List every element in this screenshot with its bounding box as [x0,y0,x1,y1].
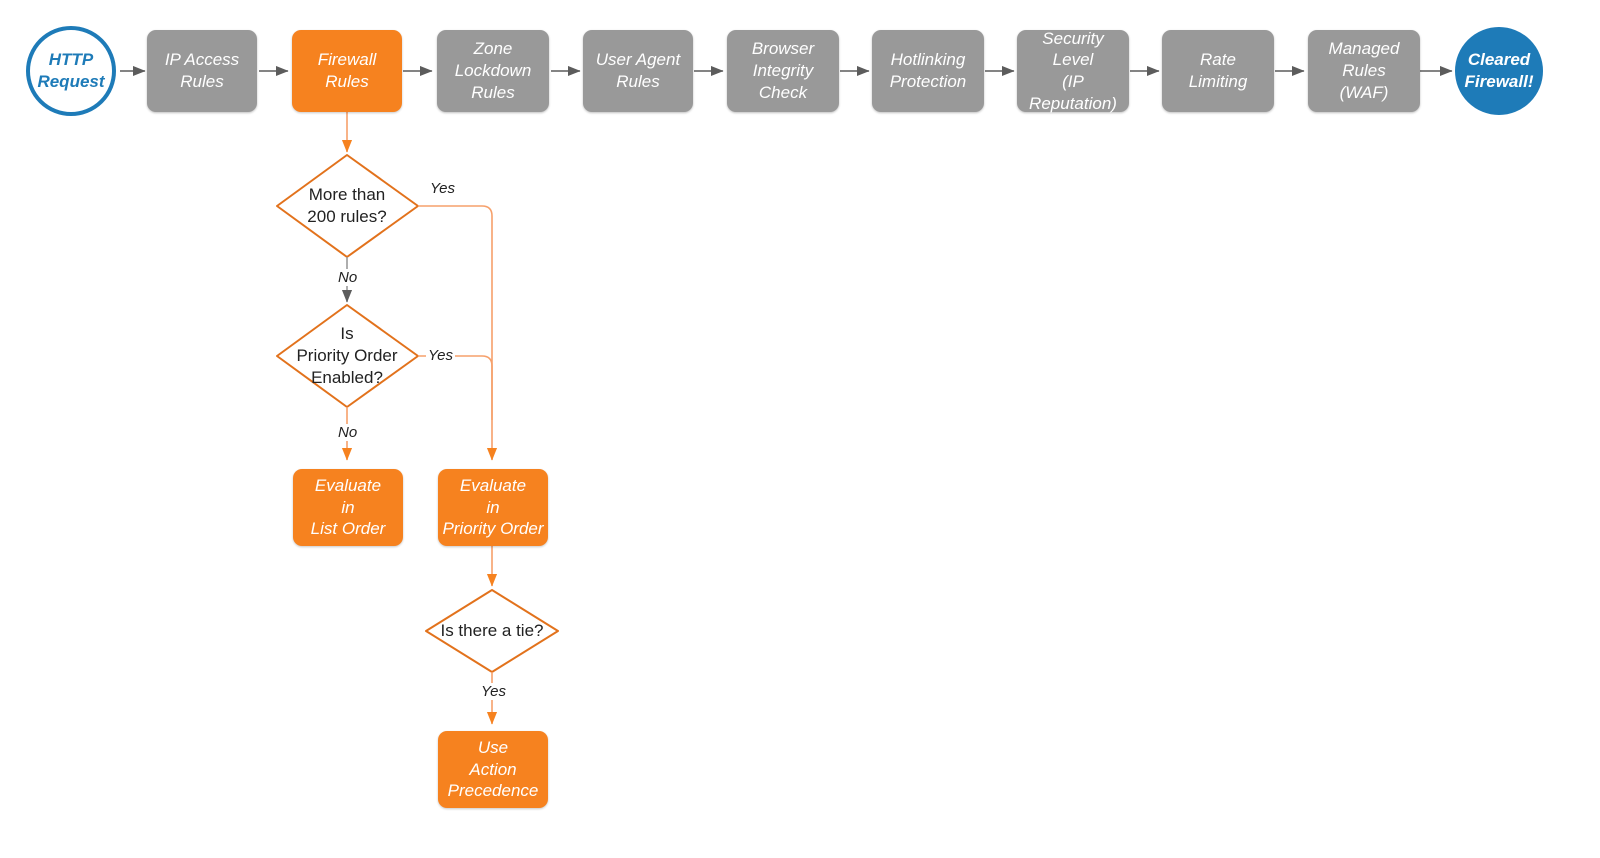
node-cleared-firewall[interactable]: Cleared Firewall! [1455,27,1543,115]
edge-label-tie-yes: Yes [479,683,509,700]
decision-is-priority-order-enabled-label[interactable]: Is Priority Order Enabled? [296,323,398,388]
node-use-action-precedence[interactable]: Use Action Precedence [438,731,548,808]
edge-label-priority-order-no: No [336,424,360,441]
node-zone-lockdown-rules[interactable]: Zone Lockdown Rules [437,30,549,112]
edge-more-than-200-yes [418,205,498,461]
edge-label-priority-order-yes: Yes [426,347,456,364]
node-security-level[interactable]: Security Level (IP Reputation) [1017,29,1129,113]
decision-is-there-a-tie-label[interactable]: Is there a tie? [440,620,544,640]
edge-label-more-than-200-no: No [336,269,360,286]
node-firewall-rules[interactable]: Firewall Rules [292,30,402,112]
node-ip-access-rules[interactable]: IP Access Rules [147,30,257,112]
edge-priority-order-yes [418,355,493,420]
node-evaluate-in-list-order[interactable]: Evaluate in List Order [293,469,403,546]
node-hotlinking-protection[interactable]: Hotlinking Protection [872,30,984,112]
node-http-request[interactable]: HTTP Request [26,26,116,116]
node-user-agent-rules[interactable]: User Agent Rules [583,30,693,112]
decision-more-than-200-rules-label[interactable]: More than 200 rules? [307,184,387,226]
node-evaluate-in-priority-order[interactable]: Evaluate in Priority Order [438,469,548,546]
node-browser-integrity-check[interactable]: Browser Integrity Check [727,30,839,112]
node-managed-rules-waf[interactable]: Managed Rules (WAF) [1308,30,1420,112]
node-rate-limiting[interactable]: Rate Limiting [1162,30,1274,112]
edge-label-more-than-200-yes: Yes [428,180,458,197]
